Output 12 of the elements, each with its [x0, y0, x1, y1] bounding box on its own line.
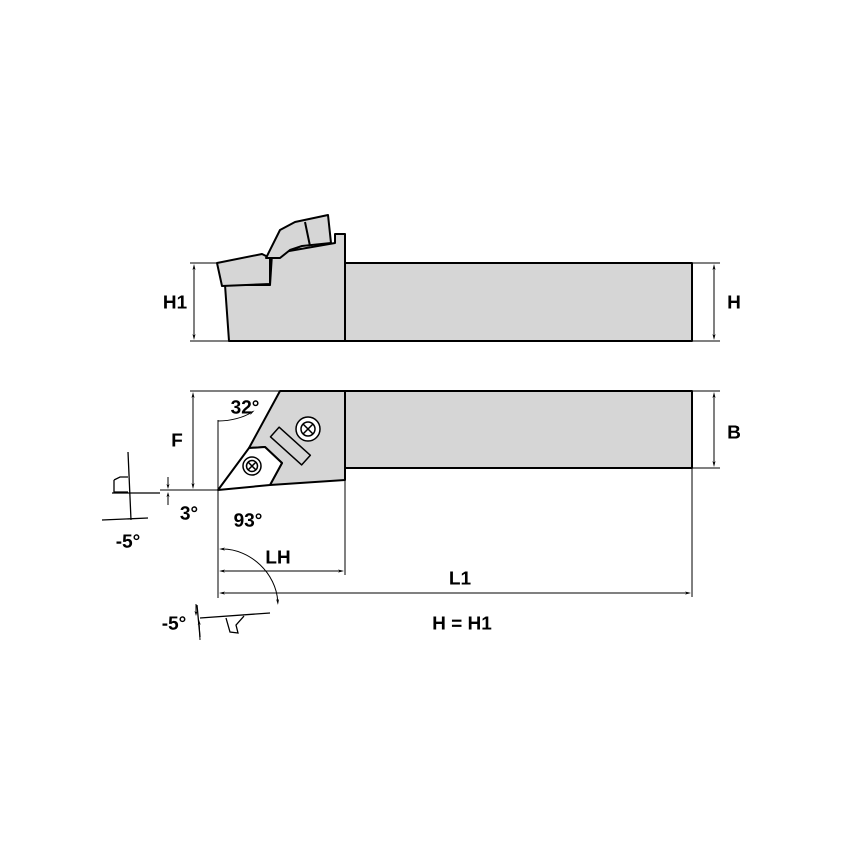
dimension-label: F [172, 433, 182, 447]
dimension-label: 32° [231, 400, 259, 414]
dimension-label: LH [266, 550, 290, 564]
dimension-label: 3° [180, 506, 198, 520]
dimension-label: 93° [234, 513, 262, 527]
dimension-label: B [728, 425, 740, 439]
dimension-label: -5° [162, 616, 186, 630]
dimension-label: H1 [164, 295, 187, 309]
dimension-label: H = H1 [433, 616, 492, 630]
dimension-label: -5° [116, 534, 140, 548]
dimension-label: L1 [450, 571, 471, 585]
dimension-label: H [728, 295, 740, 309]
